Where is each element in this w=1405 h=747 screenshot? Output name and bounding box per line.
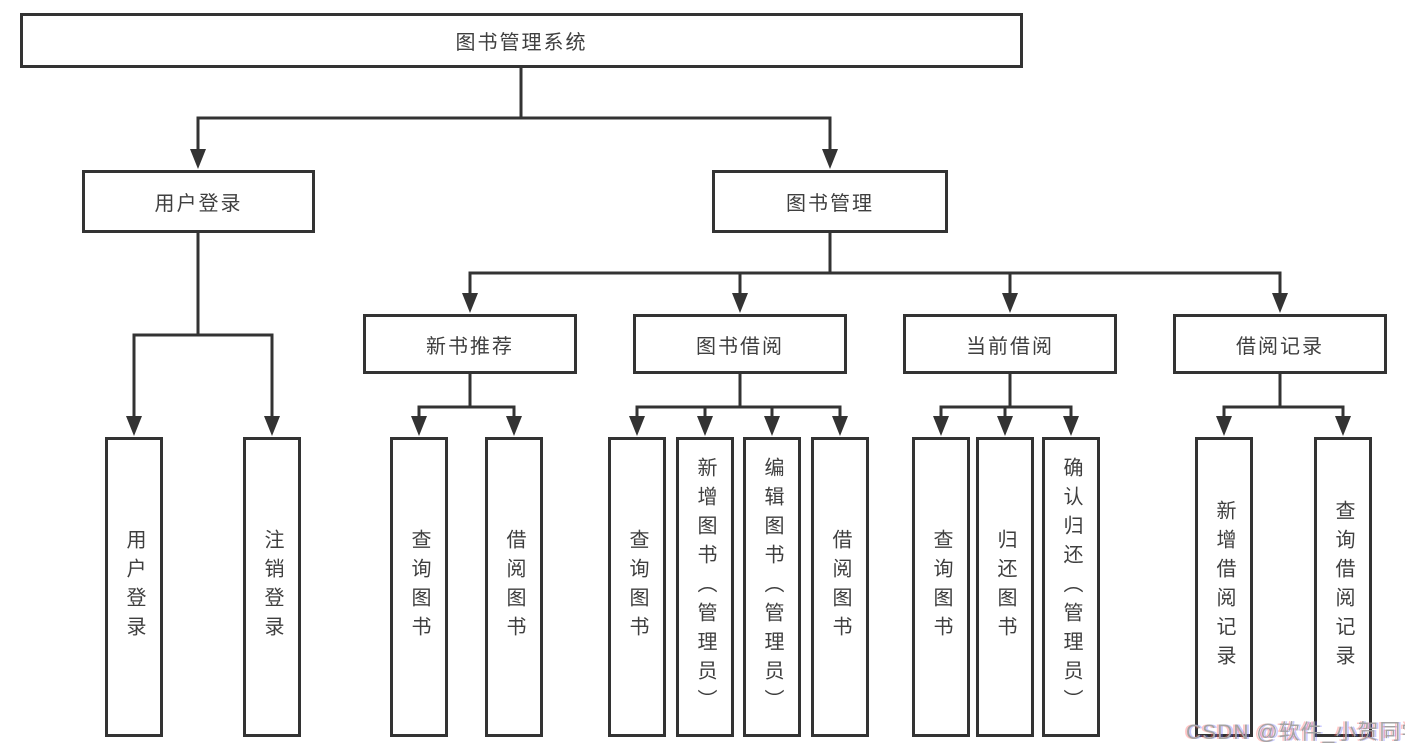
node-root: 图书管理系统 (20, 13, 1023, 68)
leaf-query-books-current-label: 查询图书 (930, 529, 952, 645)
leaf-query-borrow-record: 查询借阅记录 (1314, 437, 1372, 737)
leaf-edit-books-admin: 编辑图书（管理员） (743, 437, 801, 737)
leaf-edit-books-admin-label: 编辑图书（管理员） (761, 456, 783, 718)
leaf-query-books-recommend-label: 查询图书 (408, 529, 430, 645)
node-book-management: 图书管理 (712, 170, 948, 233)
connector-shafts (132, 66, 1345, 422)
leaf-add-books-admin: 新增图书（管理员） (676, 437, 734, 737)
node-current-borrowing-label: 当前借阅 (966, 335, 1054, 358)
node-book-management-label: 图书管理 (786, 193, 874, 215)
leaf-borrow-books-borrowing-label: 借阅图书 (829, 529, 851, 645)
leaf-query-books-borrowing: 查询图书 (608, 437, 666, 737)
node-borrow-records-label: 借阅记录 (1236, 335, 1324, 358)
leaf-borrow-books-borrowing: 借阅图书 (811, 437, 869, 737)
leaf-user-login-label: 用户登录 (123, 529, 145, 645)
leaf-query-books-borrowing-label: 查询图书 (626, 529, 648, 645)
leaf-add-borrow-record: 新增借阅记录 (1195, 437, 1253, 737)
node-new-book-recommend: 新书推荐 (363, 314, 577, 374)
leaf-confirm-return-admin-label: 确认归还（管理员） (1060, 456, 1082, 718)
leaf-return-books-label: 归还图书 (994, 529, 1016, 645)
node-user-login-label: 用户登录 (154, 193, 243, 215)
leaf-add-borrow-record-label: 新增借阅记录 (1213, 500, 1235, 674)
leaf-add-books-admin-label: 新增图书（管理员） (694, 456, 716, 718)
node-user-login: 用户登录 (82, 170, 315, 233)
csdn-watermark: CSDN @软件_小贺同学 (1186, 721, 1405, 744)
leaf-return-books: 归还图书 (976, 437, 1034, 737)
node-book-borrowing: 图书借阅 (633, 314, 847, 374)
node-current-borrowing: 当前借阅 (903, 314, 1117, 374)
leaf-user-login: 用户登录 (105, 437, 163, 737)
leaf-query-books-recommend: 查询图书 (390, 437, 448, 737)
leaf-confirm-return-admin: 确认归还（管理员） (1042, 437, 1100, 737)
leaf-logout: 注销登录 (243, 437, 301, 737)
node-root-label: 图书管理系统 (455, 32, 588, 54)
leaf-query-books-current: 查询图书 (912, 437, 970, 737)
leaf-borrow-books-recommend-label: 借阅图书 (503, 529, 525, 645)
leaf-query-borrow-record-label: 查询借阅记录 (1332, 500, 1354, 674)
node-new-book-recommend-label: 新书推荐 (426, 335, 514, 358)
leaf-logout-label: 注销登录 (261, 529, 283, 645)
node-borrow-records: 借阅记录 (1173, 314, 1387, 374)
leaf-borrow-books-recommend: 借阅图书 (485, 437, 543, 737)
node-book-borrowing-label: 图书借阅 (696, 335, 784, 358)
